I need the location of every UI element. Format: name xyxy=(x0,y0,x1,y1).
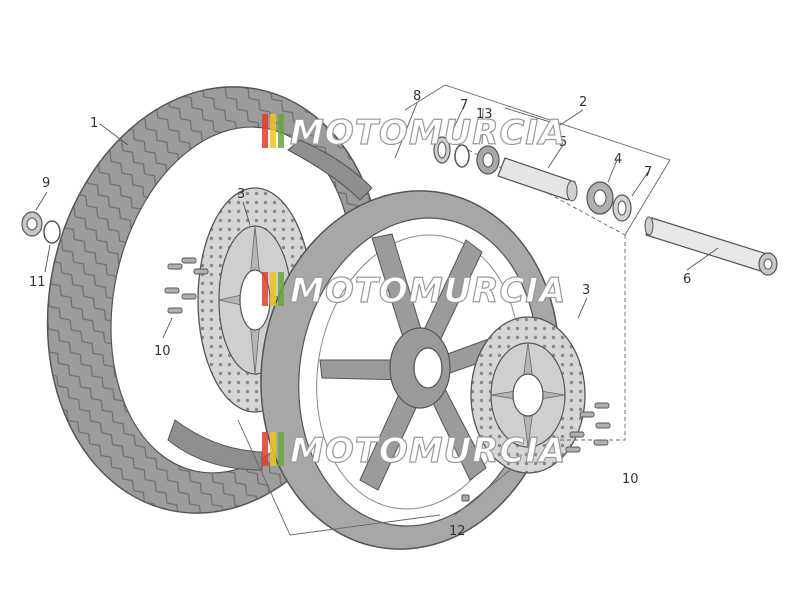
callout-13: 13 xyxy=(476,107,493,122)
callout-3-right: 3 xyxy=(582,283,590,298)
watermark-bottom: MOTOMURCIA xyxy=(262,430,566,472)
wheel-rim xyxy=(260,190,560,550)
callout-3-left: 3 xyxy=(237,187,245,202)
wheel-axle xyxy=(644,216,778,276)
leader-lines xyxy=(35,102,719,339)
circlip-13 xyxy=(454,144,470,168)
callout-5: 5 xyxy=(559,135,567,150)
circlip-11 xyxy=(43,220,61,244)
callout-7-left: 7 xyxy=(460,98,468,113)
callout-2: 2 xyxy=(579,95,587,110)
bearing-right xyxy=(586,181,614,215)
watermark-text: MOTOMURCIA xyxy=(290,113,566,153)
valve-12 xyxy=(461,494,470,502)
callout-10-left: 10 xyxy=(154,344,171,359)
callout-10-right: 10 xyxy=(622,472,639,487)
callout-4: 4 xyxy=(614,152,622,167)
spacer-9 xyxy=(21,211,43,237)
callout-12: 12 xyxy=(449,524,466,539)
spacer-tube xyxy=(497,157,578,202)
brake-disc-right xyxy=(470,316,586,474)
disc-bolts-left xyxy=(164,257,209,314)
callout-7-right: 7 xyxy=(644,165,652,180)
callout-1: 1 xyxy=(90,116,98,131)
watermark-middle: MOTOMURCIA xyxy=(262,270,566,312)
bearing-left xyxy=(476,145,500,175)
seal-7-left xyxy=(433,136,451,164)
watermark-text: MOTOMURCIA xyxy=(290,431,566,471)
callout-8: 8 xyxy=(413,89,421,104)
watermark-text: MOTOMURCIA xyxy=(290,271,566,311)
callout-11: 11 xyxy=(29,275,46,290)
callout-9: 9 xyxy=(42,176,50,191)
watermark-top: MOTOMURCIA xyxy=(262,112,566,154)
disc-bolts-right xyxy=(565,402,611,453)
seal-7-right xyxy=(612,194,632,222)
callout-6: 6 xyxy=(683,272,691,287)
